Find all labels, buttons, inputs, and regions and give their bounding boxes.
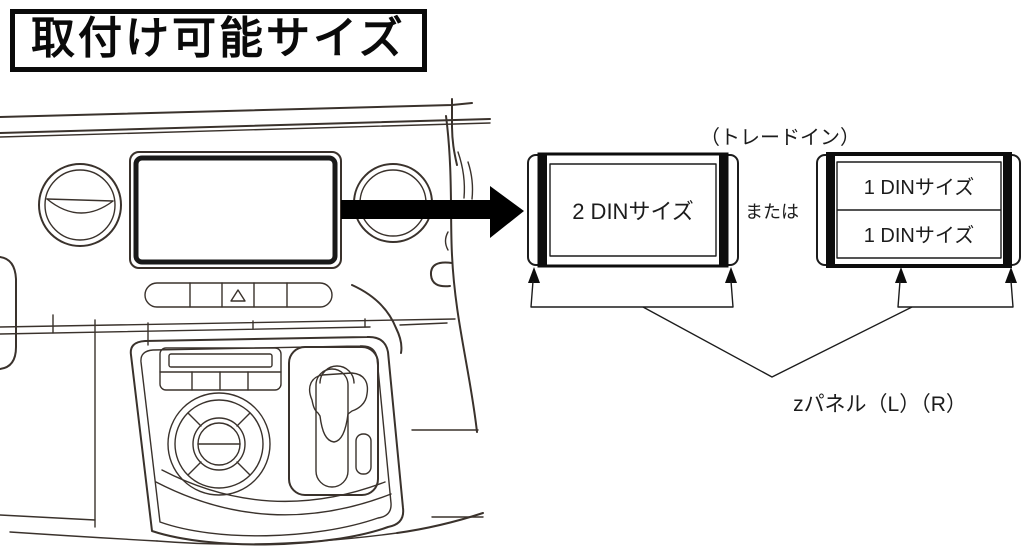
dash-lower-trim <box>0 284 456 542</box>
big-right-arrow-icon <box>341 186 524 238</box>
din1-bottom-label: 1 DINサイズ <box>864 224 975 247</box>
trade-in-label: （トレードイン） <box>700 126 860 149</box>
dashboard-illustration <box>0 98 524 546</box>
din2-panel: 2 DINサイズ <box>527 152 739 268</box>
up-arrow-icon <box>1005 267 1017 283</box>
up-arrow-icon <box>725 267 737 283</box>
up-arrow-icon <box>528 267 540 283</box>
center-console <box>129 335 484 546</box>
head-unit-opening <box>129 151 342 269</box>
climate-dial <box>167 392 271 496</box>
audio-slot-unit <box>159 347 282 391</box>
left-air-vent-icon <box>38 163 122 247</box>
din1-panel: 1 DINサイズ 1 DINサイズ <box>816 152 1021 268</box>
left-side-panel <box>0 256 17 370</box>
steering-column <box>399 115 484 518</box>
din1-top-label: 1 DINサイズ <box>864 176 975 199</box>
dashboard-top-edge <box>0 98 491 166</box>
up-arrow-icon <box>895 267 907 283</box>
size-diagram: （トレードイン） 2 DINサイズ または 1 DINサイズ 1 DINサイズ <box>527 126 1021 416</box>
or-label: または <box>745 202 799 222</box>
gear-shifter <box>288 346 379 496</box>
page-title: 取付け可能サイズ <box>10 9 427 73</box>
hazard-button-strip <box>144 282 333 308</box>
din2-label: 2 DINサイズ <box>572 199 694 224</box>
callout-lines <box>528 267 1017 378</box>
hazard-triangle-icon <box>230 289 246 302</box>
z-panel-label: zパネル（L）（R） <box>793 393 967 416</box>
